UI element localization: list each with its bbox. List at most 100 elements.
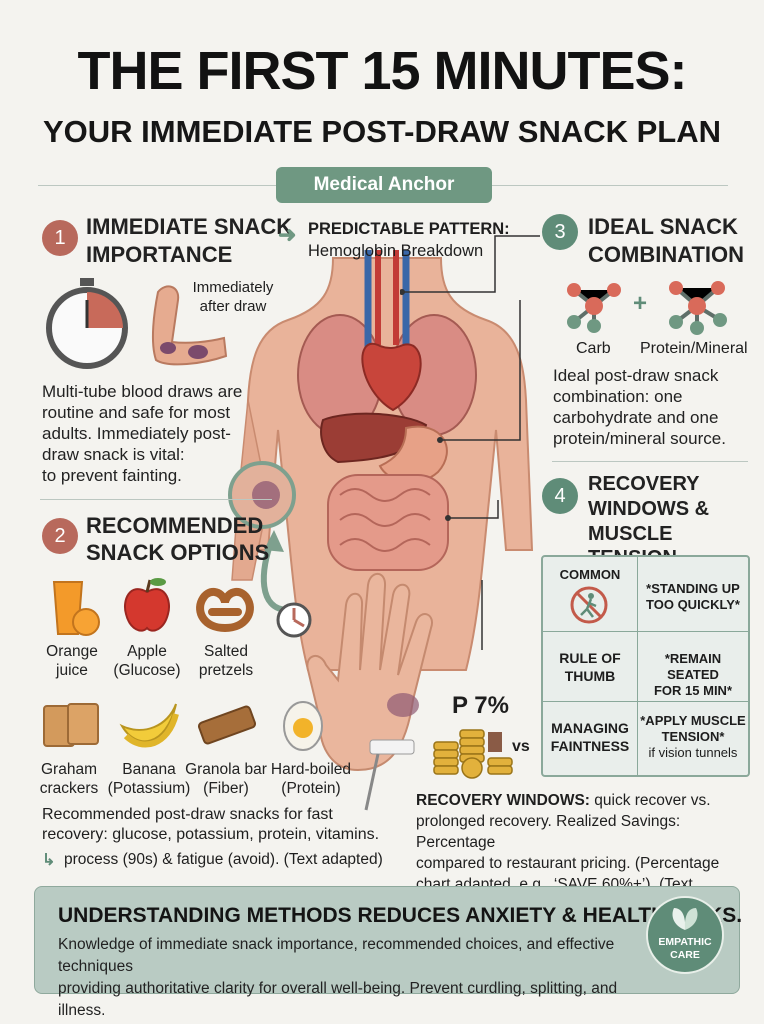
cell-line: TENSION* <box>661 729 725 744</box>
cell-line: FAINTNESS <box>550 738 630 754</box>
recovery-text: quick recover vs. <box>589 792 711 809</box>
egg-icon <box>283 701 323 751</box>
section-4-number: 4 <box>542 478 578 514</box>
section-3-title-line1: IDEAL SNACK <box>588 214 738 239</box>
divider <box>492 185 728 186</box>
recovery-label: RECOVERY WINDOWS: <box>416 792 590 809</box>
body-line: carbohydrate and one <box>553 408 719 427</box>
row-rule-label: RULE OF THUMB <box>543 649 637 685</box>
vs-label: vs <box>512 738 530 755</box>
footer-line: providing authoritative clarity for over… <box>58 980 618 1019</box>
snack-line: (Glucose) <box>113 662 181 679</box>
orange-juice-icon <box>52 581 100 636</box>
snack-line: juice <box>56 662 88 679</box>
badge-line: CARE <box>670 949 700 961</box>
section-2-summary: Recommended post-draw snacks for fast re… <box>42 805 392 845</box>
snack-line: Orange <box>46 643 98 660</box>
carb-label: Carb <box>576 340 611 357</box>
divider <box>552 461 748 462</box>
protein-label: Protein/Mineral <box>640 340 748 357</box>
snack-line: crackers <box>39 780 99 797</box>
row-common-label: COMMON <box>559 567 621 582</box>
recovery-line: compared to restaurant pricing. (Percent… <box>416 855 720 872</box>
section-3-body: Ideal post-draw snack combination: one c… <box>553 365 753 449</box>
medical-anchor-badge: Medical Anchor <box>276 167 492 203</box>
snack-label-banana: Banana(Potassium) <box>104 760 194 798</box>
divider <box>40 499 272 500</box>
badge-line: EMPATHIC <box>658 936 712 948</box>
footer-line: Knowledge of immediate snack importance,… <box>58 936 615 975</box>
carb-molecule-icon <box>567 283 621 333</box>
row-managing-label: MANAGING FAINTNESS <box>543 719 637 755</box>
cell-line: if vision tunnels <box>648 745 738 760</box>
percent-value: P 7% <box>452 692 509 719</box>
row-rule-value: *REMAIN SEATED FOR 15 MIN* <box>639 651 747 699</box>
cell-line: THUMB <box>564 668 616 684</box>
snack-label-orange-juice: Orange juice <box>28 642 116 680</box>
annotation-line: Immediately <box>192 279 274 296</box>
pretzel-icon <box>196 588 254 633</box>
section-4-title-line1: RECOVERY <box>588 473 700 495</box>
snack-line: (Potassium) <box>107 780 191 797</box>
section-1-title-line1: IMMEDIATE SNACK <box>86 214 293 239</box>
apple-icon <box>124 578 170 632</box>
bruised-arm-icon <box>151 285 228 366</box>
body-line: protein/mineral source. <box>553 429 726 448</box>
footer-text: Knowledge of immediate snack importance,… <box>58 934 648 1022</box>
return-arrow-icon: ↳ <box>42 852 56 869</box>
snack-line: Graham <box>41 761 97 778</box>
row-managing-value: *APPLY MUSCLE TENSION* if vision tunnels <box>639 713 747 761</box>
snack-label-hard-boiled: Hard-boiled(Protein) <box>262 760 360 798</box>
cell-line: MANAGING <box>551 720 629 736</box>
pattern-subtitle: Hemoglobin Breakdown <box>308 242 484 260</box>
snack-line: (Protein) <box>281 780 341 797</box>
pattern-title: PREDICTABLE PATTERN: <box>308 220 510 238</box>
summary-line: Recommended post-draw snacks for fast <box>42 806 333 823</box>
cell-line: RULE OF <box>559 650 621 666</box>
cell-line: *REMAIN SEATED <box>664 651 722 682</box>
divider <box>38 185 276 186</box>
leaf-icon <box>672 908 698 930</box>
section-3-title-line2: COMBINATION <box>588 242 745 267</box>
badge-text: EMPATHIC CARE <box>648 936 722 962</box>
main-subtitle: YOUR IMMEDIATE POST-DRAW SNACK PLAN <box>43 114 721 149</box>
snack-line: Salted <box>204 643 248 660</box>
recovery-table: COMMON *STANDING UP TOO QUICKLY* RULE OF… <box>541 555 750 777</box>
anatomy-illustration <box>228 250 534 811</box>
section-2-title-line2: SNACK OPTIONS <box>86 540 270 565</box>
arrow-right-icon: ➜ <box>278 222 297 247</box>
footer-panel <box>34 886 740 994</box>
cell-line: *STANDING UP <box>646 581 740 596</box>
snack-label-granola-bar: Granola bar(Fiber) <box>180 760 272 798</box>
section-1-title-line2: IMPORTANCE <box>86 242 233 267</box>
recovery-line: RECOVERY WINDOWS: quick recover vs. <box>416 790 752 811</box>
recovery-line: prolonged recovery. Realized Savings: Pe… <box>416 813 681 851</box>
stopwatch-icon <box>46 278 128 369</box>
section-1-number: 1 <box>42 220 78 256</box>
empathic-care-badge: EMPATHIC CARE <box>646 896 724 974</box>
annotation-after-draw: Immediately after draw <box>183 278 283 316</box>
main-title: THE FIRST 15 MINUTES: <box>77 41 687 101</box>
snack-line: Granola bar <box>185 761 267 778</box>
body-line: Multi-tube blood draws are <box>42 382 243 401</box>
body-line: combination: one <box>553 387 683 406</box>
cell-line: TOO QUICKLY* <box>646 597 740 612</box>
connector-lines <box>400 235 540 650</box>
row-common-value: *STANDING UP TOO QUICKLY* <box>639 581 747 613</box>
body-line: adults. Immediately post- <box>42 424 231 443</box>
body-line: to prevent fainting. <box>42 466 182 485</box>
cracker-icon <box>43 703 99 747</box>
footer-title: UNDERSTANDING METHODS REDUCES ANXIETY & … <box>58 904 743 927</box>
body-line: routine and safe for most <box>42 403 231 422</box>
protein-molecule-icon <box>669 281 727 335</box>
body-line: draw snack is vital: <box>42 445 185 464</box>
snack-line: pretzels <box>198 662 254 679</box>
banana-icon <box>119 703 179 748</box>
summary-line: recovery: glucose, potassium, protein, v… <box>42 826 380 843</box>
cell-line: *APPLY MUSCLE <box>640 713 746 728</box>
section-4-title-line2: WINDOWS & <box>588 498 710 520</box>
granola-bar-icon <box>197 705 257 745</box>
snack-line: Apple <box>127 643 167 660</box>
snack-label-apple: Apple (Glucose) <box>104 642 190 680</box>
